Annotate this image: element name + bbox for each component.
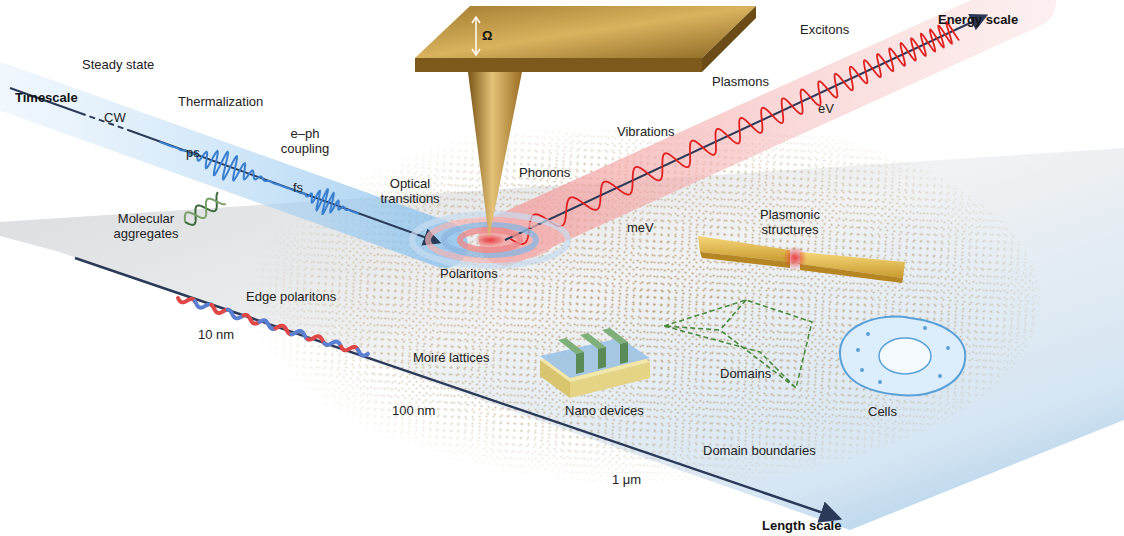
afm-tip (415, 6, 756, 238)
edge-polariton-wave (178, 298, 195, 302)
time-label: fs (293, 180, 303, 195)
length-label: 10 nm (198, 327, 234, 342)
cell (946, 346, 950, 350)
cell (923, 326, 927, 330)
energy-label: Excitons (800, 22, 849, 37)
afm-tip (415, 58, 702, 72)
afm-tip (415, 6, 756, 58)
process-label: Thermalization (178, 94, 263, 109)
axis-title: Timescale (15, 90, 78, 105)
time-axis (10, 88, 80, 113)
system-label: Domain boundaries (703, 443, 816, 458)
plasmonic-bowtie (800, 264, 903, 283)
cell (878, 380, 882, 384)
system-label: Plasmonic structures (748, 207, 832, 237)
polariton-rings (474, 234, 506, 246)
edge-polariton-wave (275, 326, 291, 335)
plasmonic-bowtie (783, 246, 807, 270)
system-label: Nano devices (565, 403, 644, 418)
plasmonic-bowtie (700, 252, 790, 268)
edge-polariton-wave (244, 315, 260, 324)
edge-polariton-wave (341, 346, 358, 350)
afm-tip (472, 17, 480, 55)
nano-device (620, 342, 628, 364)
system-label: Domains (720, 366, 771, 381)
edge-polariton-wave (228, 310, 244, 319)
edge-polariton-wave (308, 336, 325, 343)
length-label: 1 μm (612, 472, 641, 487)
system-label: Molecular aggregates (104, 211, 188, 241)
energy-label: Phonons (519, 165, 570, 180)
cell (866, 332, 870, 336)
afm-tip (702, 6, 756, 72)
ps-pulse (160, 142, 292, 189)
cell (938, 374, 942, 378)
nano-device (576, 352, 584, 374)
edge-polariton-wave (260, 320, 276, 329)
system-label: Edge polaritons (246, 289, 336, 304)
nano-device (602, 328, 628, 344)
energy-label: Plasmons (712, 74, 769, 89)
nano-device (540, 328, 650, 398)
molecule-helix (185, 192, 218, 225)
cell (840, 317, 965, 396)
cell (860, 368, 864, 372)
molecule-helix (185, 199, 226, 222)
cell (856, 348, 860, 352)
system-label: Polaritons (440, 266, 498, 281)
edge-polariton-wave (178, 298, 368, 356)
axis-title: Length scale (762, 518, 841, 533)
axis-title: Energy scale (938, 12, 1018, 27)
afm-tip (475, 18, 477, 54)
time-label: ps (186, 145, 200, 160)
afm-tip (468, 72, 522, 238)
energy-label: eV (818, 101, 834, 116)
time-label: CW (104, 110, 126, 125)
edge-polariton-wave (324, 342, 341, 347)
length-label: 100 nm (392, 403, 435, 418)
nano-device (598, 347, 606, 369)
edge-polariton-wave (195, 301, 212, 308)
process-label: e–ph coupling (270, 126, 340, 156)
energy-label: Vibrations (617, 124, 675, 139)
process-label: Optical transitions (370, 176, 450, 206)
domain-walls (720, 300, 746, 330)
time-label: Steady state (82, 57, 154, 72)
energy-label: meV (627, 220, 654, 235)
edge-polariton-wave (211, 305, 227, 313)
cell (840, 317, 965, 396)
system-label: Cells (868, 404, 897, 419)
modulation-symbol: Ω (482, 28, 492, 43)
excitation-beam (0, 86, 445, 245)
polariton-rings (460, 230, 520, 250)
edge-polariton-wave (358, 349, 368, 355)
domain-walls (664, 300, 812, 388)
plasmonic-bowtie (698, 236, 905, 283)
cell (879, 338, 931, 374)
system-label: Moiré lattices (413, 350, 490, 365)
edge-polariton-wave (291, 331, 307, 339)
nano-device (580, 333, 606, 349)
nano-device (558, 338, 584, 354)
length-axis (75, 258, 838, 518)
